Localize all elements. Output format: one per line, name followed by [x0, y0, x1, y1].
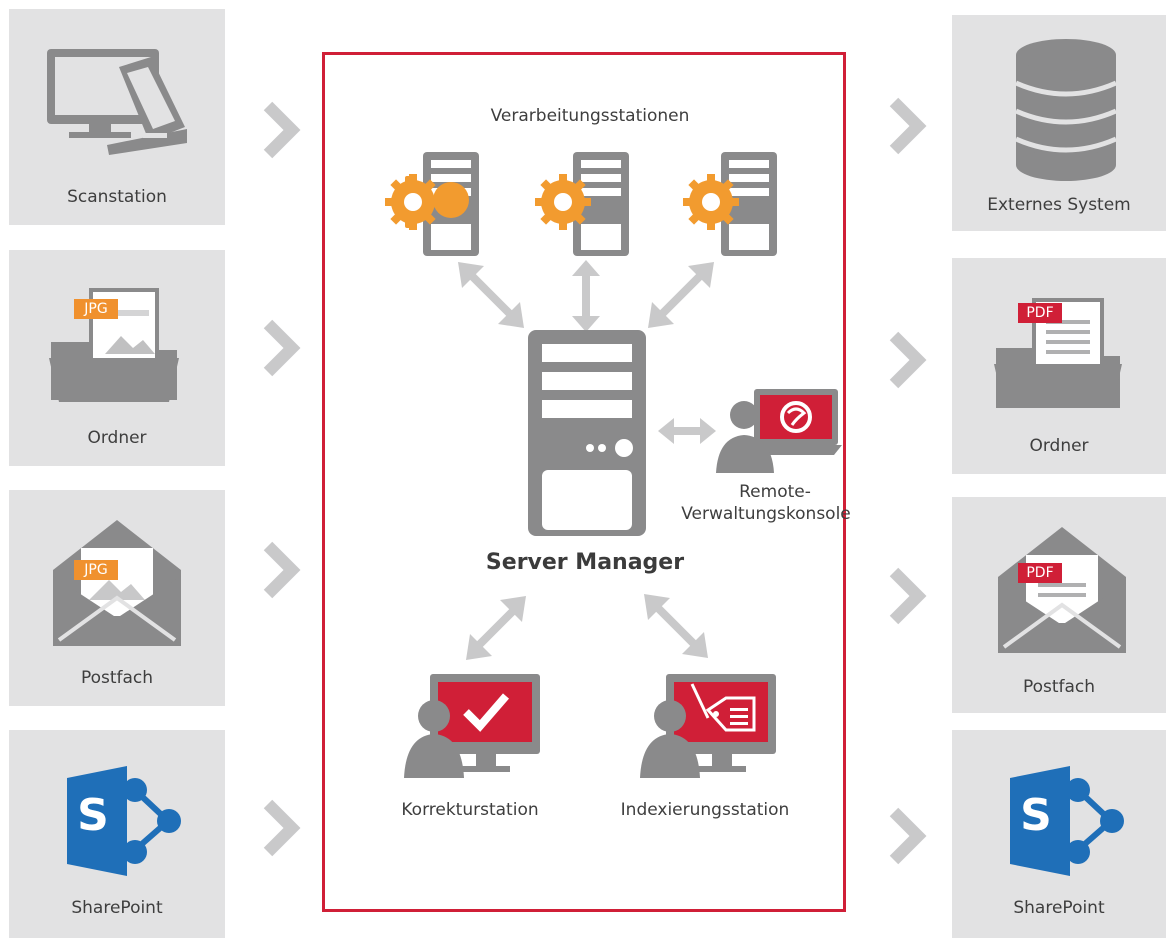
input-tile-sharepoint: S SharePoint — [9, 730, 225, 938]
chevron-right-icon — [263, 101, 301, 159]
output-tile-postfach: PDF Postfach — [952, 497, 1166, 713]
server-manager-icon — [528, 330, 646, 536]
output-tile-ordner: PDF Ordner — [952, 258, 1166, 474]
chevron-right-icon — [263, 319, 301, 377]
indexing-station-label: Indexierungsstation — [620, 800, 790, 820]
remote-console-icon — [716, 389, 842, 473]
indexing-station-icon — [640, 674, 776, 778]
output-label-ordner: Ordner — [1029, 436, 1089, 456]
chevron-right-icon — [889, 331, 927, 389]
sharepoint-letter: S — [77, 790, 109, 841]
lower-arrows — [466, 594, 708, 660]
remote-label-line2: Verwaltungskonsole — [681, 504, 851, 524]
sharepoint-icon — [67, 766, 181, 876]
pdf-badge: PDF — [1018, 303, 1062, 323]
server-manager-label: Server Manager — [485, 550, 685, 575]
processing-station-1-icon — [385, 152, 479, 256]
input-label-ordner: Ordner — [87, 428, 147, 448]
chevron-right-icon — [889, 97, 927, 155]
output-label-external-system: Externes System — [987, 195, 1131, 215]
output-label-sharepoint: SharePoint — [1013, 898, 1105, 918]
input-tile-postfach: JPG Postfach — [9, 490, 225, 706]
chevron-right-icon — [889, 807, 927, 865]
correction-station-label: Korrekturstation — [401, 800, 539, 820]
input-label-scanstation: Scanstation — [67, 187, 167, 207]
input-tile-scanstation: Scanstation — [9, 9, 225, 225]
database-icon — [1014, 39, 1118, 181]
sharepoint-letter: S — [1020, 790, 1052, 841]
output-tile-external-system: Externes System — [952, 15, 1166, 231]
scanner-monitor-icon — [47, 49, 187, 155]
remote-arrow-icon — [658, 418, 716, 444]
input-label-postfach: Postfach — [80, 668, 154, 688]
jpg-badge: JPG — [74, 560, 118, 580]
correction-station-icon — [404, 674, 540, 778]
sharepoint-icon — [1010, 766, 1124, 876]
chevron-right-icon — [263, 541, 301, 599]
chevron-right-icon — [889, 567, 927, 625]
envelope-jpg-icon — [53, 520, 181, 646]
output-tile-sharepoint: S SharePoint — [952, 730, 1166, 938]
connection-arrows — [458, 260, 714, 332]
input-tile-ordner: JPG Ordner — [9, 250, 225, 466]
chevron-right-icon — [263, 799, 301, 857]
processing-station-3-icon — [683, 152, 777, 256]
jpg-badge: JPG — [74, 299, 118, 319]
processing-stations-title: Verarbeitungsstationen — [490, 106, 690, 126]
input-label-sharepoint: SharePoint — [71, 898, 163, 918]
processing-station-2-icon — [535, 152, 629, 256]
folder-jpg-icon — [49, 288, 179, 402]
pdf-badge: PDF — [1018, 563, 1062, 583]
output-label-postfach: Postfach — [1022, 677, 1096, 697]
remote-label-line1: Remote- — [739, 482, 811, 502]
